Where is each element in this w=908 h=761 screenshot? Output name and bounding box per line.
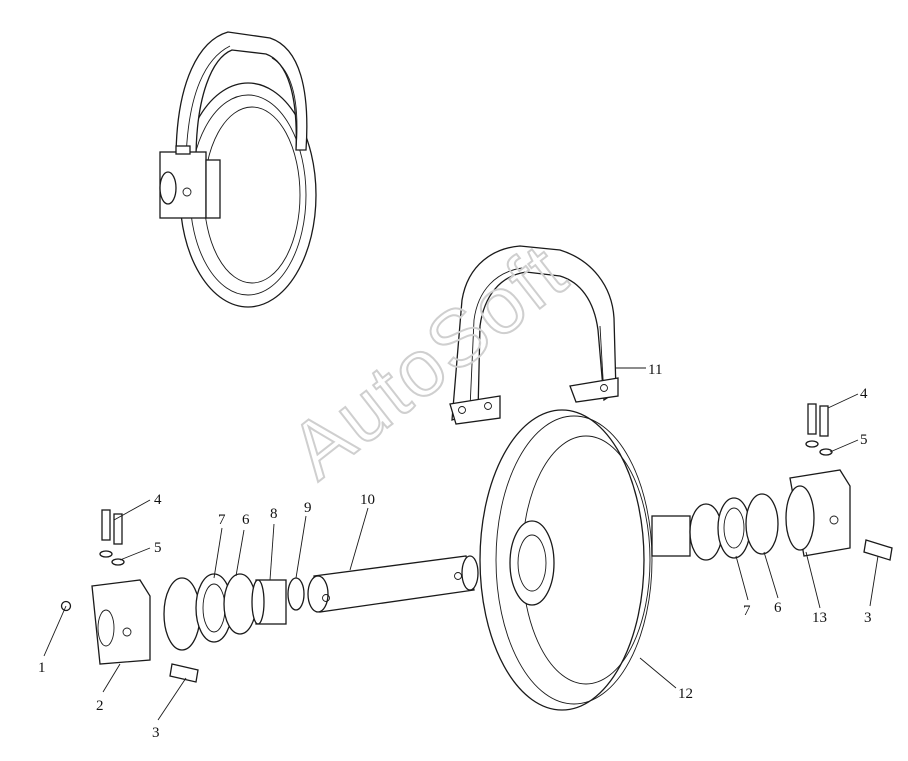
shaft-part-10 [307,555,479,613]
callout-5-right: 5 [860,432,868,448]
left-seal-stack [163,573,305,651]
callout-5-left: 5 [154,540,162,556]
callout-13: 13 [812,610,827,626]
callout-6-left: 6 [242,512,250,528]
callout-4-right: 4 [860,386,868,402]
right-bolts-4-5 [805,403,833,456]
callout-3-right: 3 [864,610,872,626]
right-pin-part-3 [863,539,893,561]
callout-7-right: 7 [743,603,751,619]
right-cap-part-13 [785,469,851,557]
left-bolts-4-5 [99,509,125,566]
callout-12: 12 [678,686,693,702]
left-pin-part-3 [169,663,199,683]
idler-wheel-part-12 [479,409,653,711]
callout-7-left: 7 [218,512,226,528]
callout-6-right: 6 [774,600,782,616]
assembled-idler [159,31,317,308]
callout-3-left: 3 [152,725,160,741]
callout-10: 10 [360,492,375,508]
left-cap-part-2 [60,579,151,665]
callout-11: 11 [648,362,662,378]
callout-4-left: 4 [154,492,162,508]
callout-labels: 1 2 3 4 5 7 6 8 9 10 11 12 4 5 7 6 13 3 [38,362,872,741]
bracket-part-11 [449,245,619,425]
callout-8: 8 [270,506,278,522]
leader-lines [43,367,879,721]
right-seal-stack [651,493,779,561]
callout-2: 2 [96,698,104,714]
callout-9: 9 [304,500,312,516]
callout-1: 1 [38,660,46,676]
